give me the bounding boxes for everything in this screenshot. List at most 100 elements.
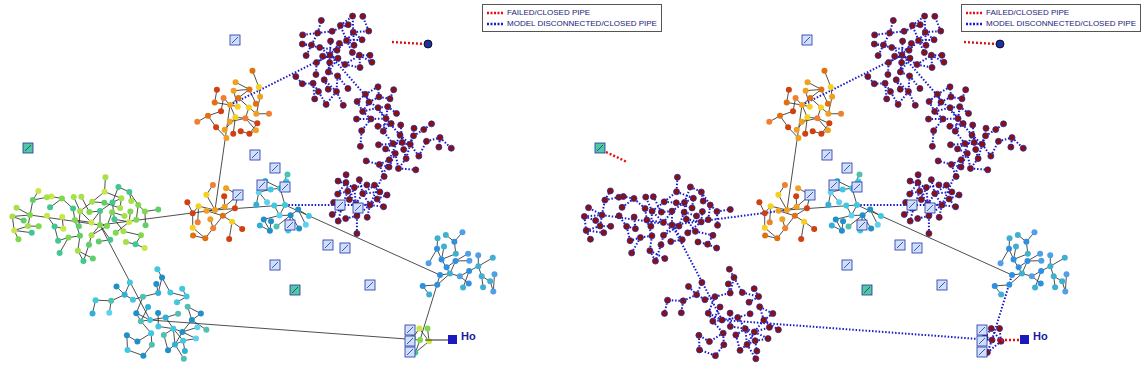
junction bbox=[762, 233, 768, 239]
junction bbox=[86, 242, 92, 248]
source-pipe bbox=[997, 339, 1020, 341]
junction bbox=[871, 81, 877, 87]
failed-pipe bbox=[606, 152, 627, 162]
junction bbox=[417, 337, 423, 343]
junction bbox=[889, 44, 895, 50]
pipe bbox=[857, 205, 1012, 275]
junction bbox=[190, 225, 196, 231]
junction bbox=[705, 241, 711, 247]
junction bbox=[690, 195, 696, 201]
junction bbox=[394, 110, 400, 116]
junction bbox=[447, 271, 453, 277]
junction bbox=[149, 342, 155, 348]
junction bbox=[710, 318, 716, 324]
junction bbox=[313, 72, 319, 78]
junction bbox=[932, 13, 938, 19]
junction bbox=[161, 332, 167, 338]
junction bbox=[204, 208, 210, 214]
junction bbox=[335, 218, 341, 224]
junction bbox=[89, 232, 95, 238]
junction bbox=[350, 29, 356, 35]
junction bbox=[744, 341, 750, 347]
junction bbox=[727, 207, 733, 213]
junction bbox=[818, 104, 824, 110]
pipe bbox=[230, 55, 330, 105]
junction bbox=[475, 263, 481, 269]
valve-symbol bbox=[335, 200, 345, 210]
junction bbox=[268, 186, 274, 192]
junction bbox=[343, 172, 349, 178]
junction bbox=[256, 84, 262, 90]
junction bbox=[907, 178, 913, 184]
junction bbox=[75, 248, 81, 254]
junction bbox=[336, 40, 342, 46]
valve-symbol bbox=[405, 347, 415, 357]
junction bbox=[712, 353, 718, 359]
valve-mark bbox=[979, 338, 985, 344]
junction bbox=[799, 102, 805, 108]
junction bbox=[1063, 271, 1069, 277]
junction bbox=[932, 191, 938, 197]
junction bbox=[801, 219, 807, 225]
junction bbox=[249, 68, 255, 74]
junction bbox=[947, 105, 953, 111]
junction bbox=[205, 113, 211, 119]
junction bbox=[998, 292, 1004, 298]
junction bbox=[948, 162, 954, 168]
junction bbox=[900, 38, 906, 44]
junction bbox=[685, 230, 691, 236]
junction bbox=[214, 87, 220, 93]
junction bbox=[55, 238, 61, 244]
junction bbox=[448, 145, 454, 151]
junction bbox=[838, 111, 844, 117]
junction bbox=[997, 325, 1003, 331]
junction bbox=[334, 47, 340, 53]
junction bbox=[70, 206, 76, 212]
junction bbox=[65, 235, 71, 241]
junction bbox=[232, 114, 238, 120]
junction bbox=[117, 205, 123, 211]
junction bbox=[940, 116, 946, 122]
junction bbox=[253, 111, 259, 117]
junction bbox=[785, 124, 791, 130]
junction bbox=[689, 205, 695, 211]
junction bbox=[124, 347, 130, 353]
junction bbox=[947, 123, 953, 129]
junction bbox=[335, 55, 341, 61]
junction bbox=[926, 99, 932, 105]
junction bbox=[195, 219, 201, 225]
junction bbox=[218, 108, 224, 114]
junction bbox=[884, 96, 890, 102]
legend-line bbox=[966, 22, 982, 24]
junction bbox=[345, 22, 351, 28]
junction bbox=[154, 266, 160, 272]
legend-text: MODEL DISCONNECTED/CLOSED PIPE bbox=[507, 19, 657, 28]
junction bbox=[1032, 285, 1038, 291]
junction bbox=[581, 213, 587, 219]
junction bbox=[627, 238, 633, 244]
junction bbox=[1038, 280, 1044, 286]
junction bbox=[357, 64, 363, 70]
junction bbox=[735, 314, 741, 320]
junction bbox=[391, 87, 397, 93]
junction bbox=[133, 241, 139, 247]
junction bbox=[343, 180, 349, 186]
valve-symbol bbox=[285, 220, 295, 230]
junction bbox=[802, 131, 808, 137]
junction bbox=[59, 214, 65, 220]
junction bbox=[11, 227, 17, 233]
network-panel bbox=[581, 13, 1069, 362]
junction bbox=[805, 79, 811, 85]
junction bbox=[239, 226, 245, 232]
junction bbox=[72, 217, 78, 223]
valve-mark bbox=[804, 37, 810, 43]
junction bbox=[172, 341, 178, 347]
junction bbox=[680, 298, 686, 304]
junction bbox=[221, 193, 227, 199]
junction bbox=[983, 125, 989, 131]
junction bbox=[875, 53, 881, 59]
junction bbox=[435, 235, 441, 241]
junction bbox=[601, 230, 607, 236]
junction bbox=[1007, 235, 1013, 241]
